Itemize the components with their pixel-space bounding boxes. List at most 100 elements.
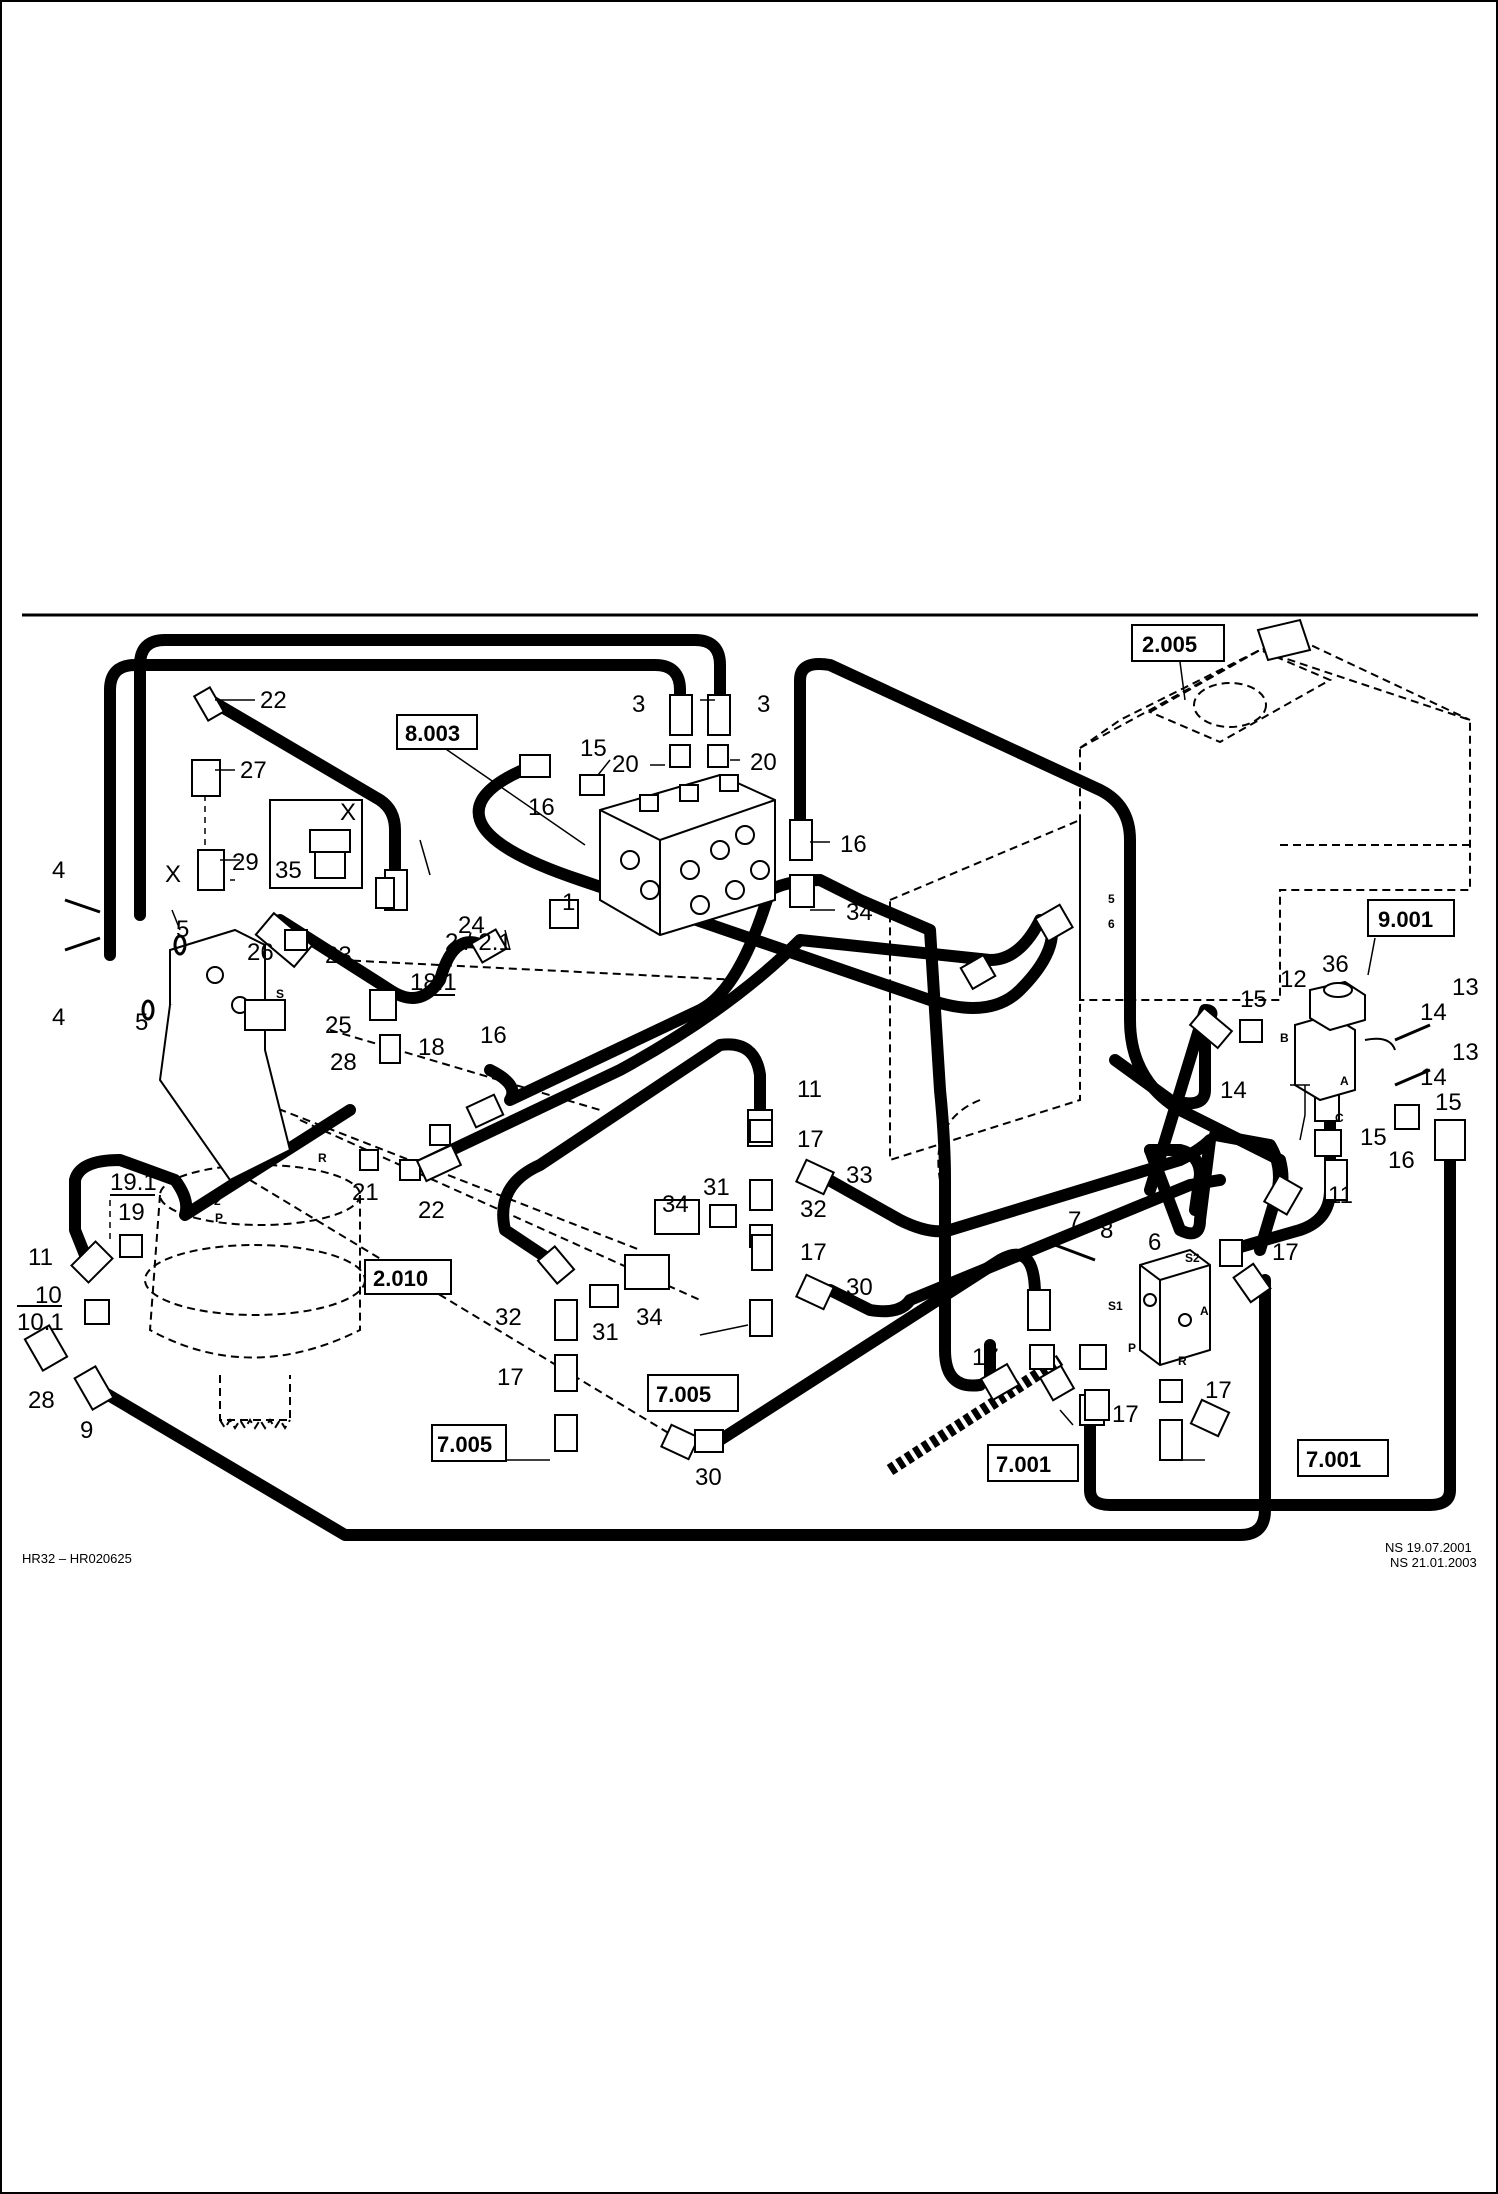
callout: 18.1 xyxy=(410,969,457,996)
port-label: S xyxy=(276,987,284,1001)
callout: X xyxy=(340,799,356,826)
callout: 10 xyxy=(35,1282,62,1309)
callout: 12 xyxy=(1280,966,1307,993)
hose-right-loop xyxy=(1144,1144,1206,1216)
callout: 23 xyxy=(325,942,352,969)
fitting xyxy=(1232,1262,1272,1304)
fitting xyxy=(707,744,729,768)
hose-30 xyxy=(824,1174,1226,1318)
callout: 2 / 2.1 xyxy=(445,929,512,956)
reference-boxes: 8.003 2.005 9.001 2.010 7.005 7.005 7.00… xyxy=(364,624,1455,1482)
fitting xyxy=(749,1119,773,1143)
ref-box-2005 xyxy=(1131,624,1225,662)
hose-A xyxy=(104,659,686,961)
callout: 14 xyxy=(1420,1064,1447,1091)
fitting xyxy=(654,1199,700,1235)
motor-pinion xyxy=(219,1375,291,1421)
callout: 31 xyxy=(703,1174,730,1201)
fitting xyxy=(749,1299,773,1337)
fitting xyxy=(1219,1239,1243,1267)
ref-box-7001a xyxy=(987,1444,1079,1482)
callout: 17 xyxy=(1112,1401,1139,1428)
hose-22-tank xyxy=(414,914,1046,1171)
fitting xyxy=(1314,1129,1342,1157)
callout: 13 xyxy=(1452,974,1479,1001)
fitting xyxy=(415,1143,463,1183)
fitting xyxy=(660,1423,700,1461)
fitting xyxy=(536,1245,576,1285)
callout: 34 xyxy=(846,899,873,926)
fitting xyxy=(554,1414,578,1452)
fitting xyxy=(707,694,731,736)
ref-box-7005a xyxy=(647,1374,739,1412)
fitting xyxy=(119,1234,143,1258)
fitting xyxy=(1189,1398,1231,1438)
fitting xyxy=(554,1354,578,1392)
hose-15-upper xyxy=(1109,1009,1211,1110)
tank-flange xyxy=(1256,618,1312,662)
callout: 30 xyxy=(695,1464,722,1491)
fitting xyxy=(959,953,997,991)
fitting xyxy=(669,694,693,736)
callout: 29 xyxy=(232,849,259,876)
callout: 11 xyxy=(1328,1182,1353,1209)
ref-box-label: 7.001 xyxy=(996,1452,1051,1477)
fitting xyxy=(709,1204,737,1228)
detail-fitting xyxy=(309,829,351,879)
fitting xyxy=(789,874,815,908)
tank-top xyxy=(1079,638,1471,749)
callout: 4 xyxy=(52,857,65,884)
fitting xyxy=(369,989,397,1021)
ref-box-label: 7.005 xyxy=(656,1382,711,1407)
callout-labels: 22 27 29 X X 35 4 4 5 5 26 23 25 28 24 2… xyxy=(17,687,1479,1491)
fitting xyxy=(519,754,551,778)
callout: 19 xyxy=(118,1199,145,1226)
hose-2 xyxy=(274,914,496,1004)
fitting xyxy=(549,899,579,929)
drawing-id: HR32 – HR020625 xyxy=(22,1551,132,1566)
fitting xyxy=(1394,1104,1420,1130)
hose-33 xyxy=(814,1134,1216,1240)
swivel-link-3 xyxy=(249,1179,681,1441)
fitting xyxy=(979,1362,1021,1402)
gear-teeth xyxy=(219,1418,291,1430)
frame-plate-cutout xyxy=(937,1099,981,1181)
callout: 28 xyxy=(28,1387,55,1414)
callout: 15 xyxy=(1435,1089,1462,1116)
callout: 32 xyxy=(800,1196,827,1223)
dashed-components xyxy=(144,638,1471,1441)
fitting xyxy=(694,1429,724,1453)
hose-B xyxy=(134,634,726,921)
tank-port xyxy=(1193,682,1267,728)
port-labels: A B S R P 2 S1 S2 A P R B A C 5 6 xyxy=(104,892,1349,1368)
fitting xyxy=(73,1365,115,1411)
callout: 22 xyxy=(418,1197,445,1224)
solenoid-valve xyxy=(1294,980,1396,1102)
port-label: B xyxy=(135,892,144,906)
port-label: S1 xyxy=(1108,1299,1123,1313)
hose-16-mid xyxy=(472,759,1058,1014)
hose-30-bottom xyxy=(714,1248,1041,1446)
control-valve-block xyxy=(599,773,776,937)
hose-11-mid xyxy=(497,1038,766,1266)
frame-plate xyxy=(889,818,1081,1162)
ref-box-2010 xyxy=(364,1259,452,1295)
callout: 35 xyxy=(275,857,302,884)
fitting xyxy=(1029,1344,1055,1370)
fitting xyxy=(589,1284,619,1308)
callout: 16 xyxy=(528,794,555,821)
callout: 28 xyxy=(330,1049,357,1076)
callout: 17 xyxy=(1205,1377,1232,1404)
callout: 10.1 xyxy=(17,1309,64,1336)
callout: 14 xyxy=(1420,999,1447,1026)
fitting xyxy=(1262,1174,1304,1216)
callout: 9 xyxy=(80,1417,93,1444)
fitting xyxy=(197,849,225,891)
callout: 32 xyxy=(495,1304,522,1331)
callout: 27 xyxy=(240,757,267,784)
ref-box-label: 7.001 xyxy=(1306,1447,1361,1472)
fitting xyxy=(554,1299,578,1341)
port-label: A xyxy=(1200,1304,1209,1318)
fitting xyxy=(470,928,508,964)
